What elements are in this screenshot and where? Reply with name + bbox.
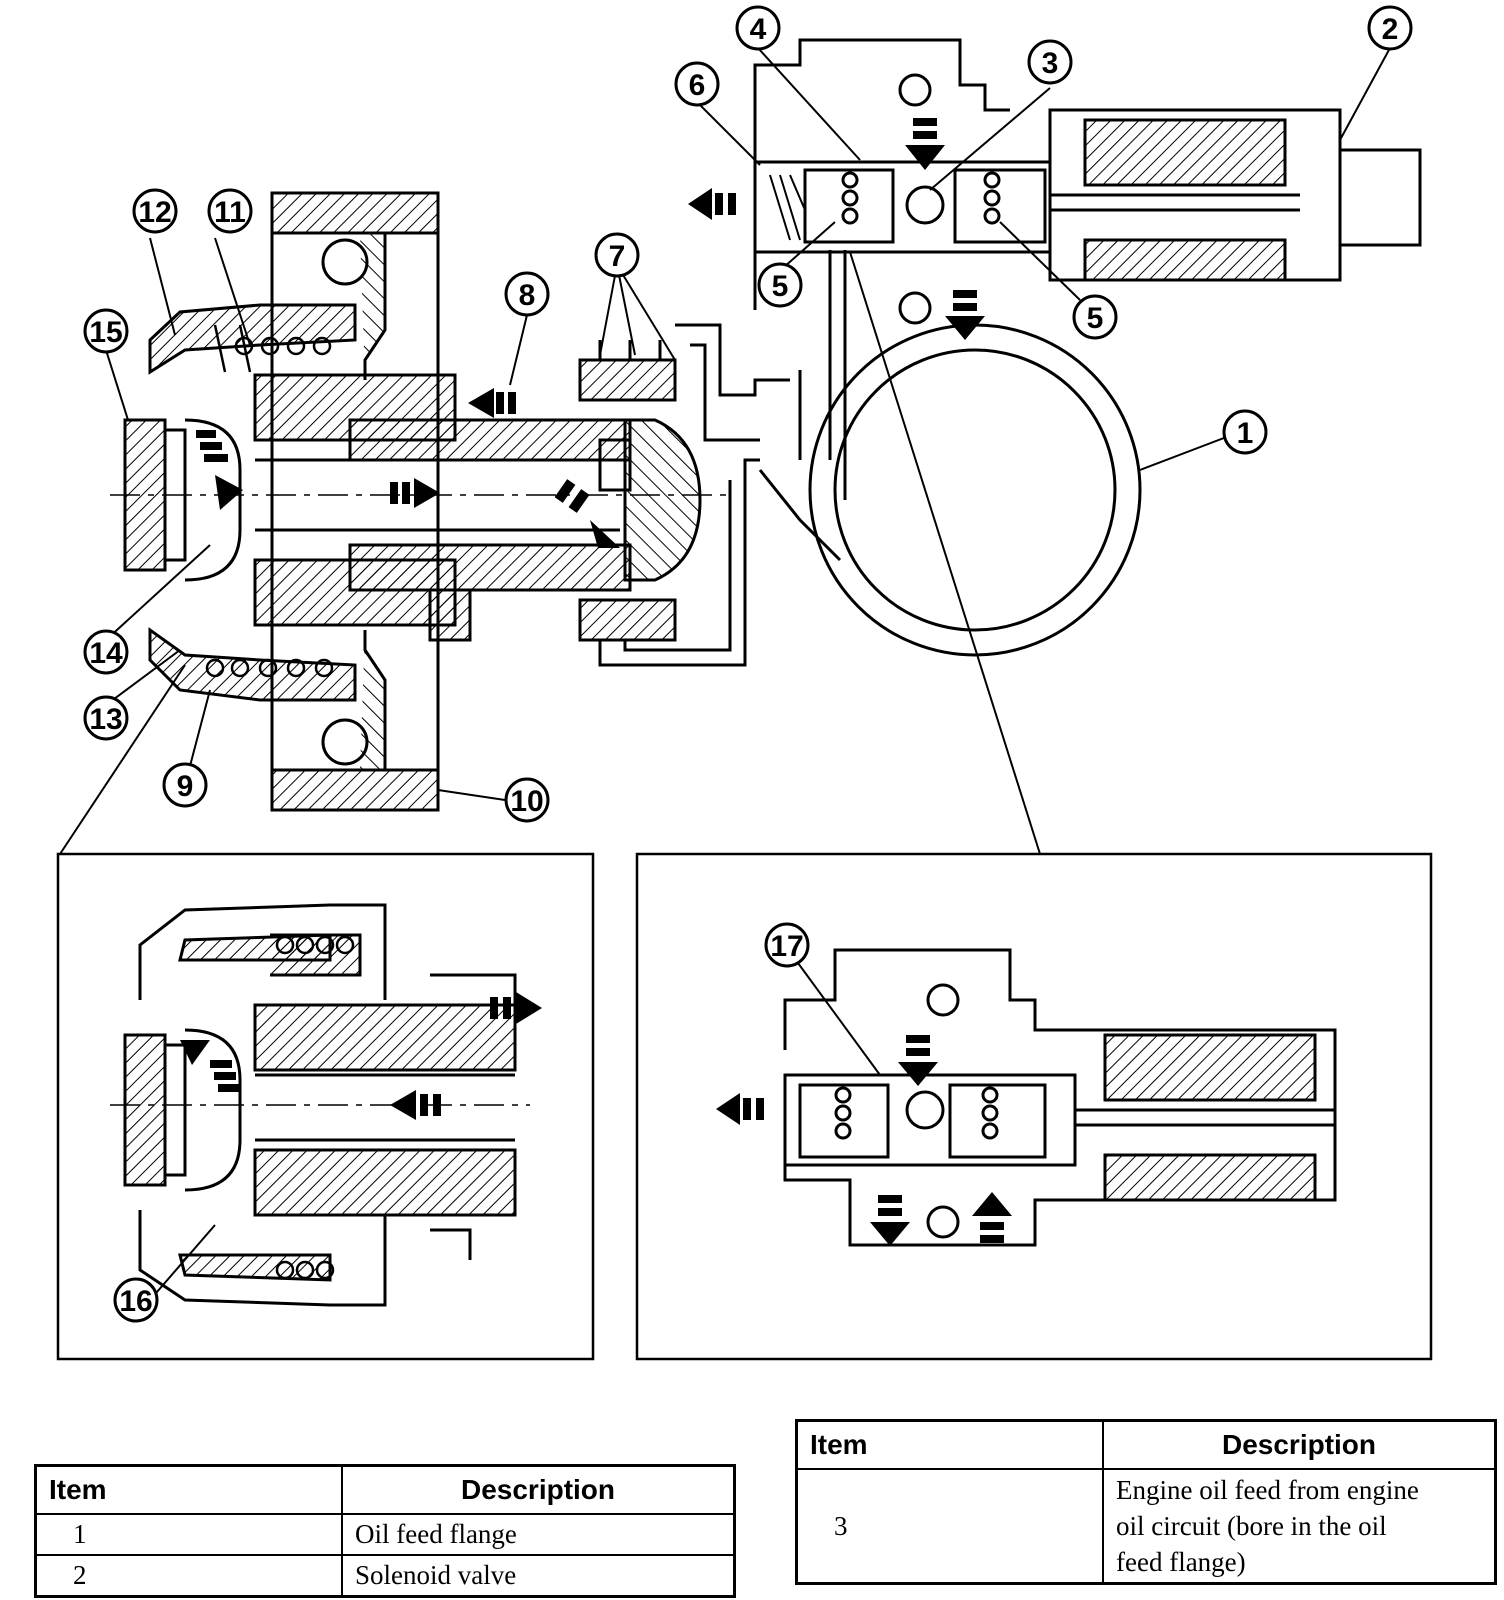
spring-bottom [205, 658, 334, 678]
column-header-item: Item [34, 1464, 343, 1515]
table-row: 1 Oil feed flange [34, 1513, 736, 1556]
flow-arrows-solenoid [688, 118, 985, 340]
callout-label: 10 [510, 785, 543, 818]
callout-label: 12 [138, 196, 171, 229]
item-description: Engine oil feed from engine oil circuit … [1102, 1468, 1497, 1585]
callout-label: 5 [772, 270, 789, 303]
inset-spring-top [275, 935, 355, 955]
callout-label: 13 [89, 703, 122, 736]
legend-table-right: Item Description 3 Engine oil feed from … [795, 1419, 1497, 1585]
callout-6: 6 [674, 61, 720, 107]
callout-label: 1 [1237, 417, 1254, 450]
callout-10: 10 [504, 777, 550, 823]
item-description: Solenoid valve [341, 1554, 736, 1598]
callout-16: 16 [113, 1277, 159, 1323]
column-header-description: Description [341, 1464, 736, 1515]
flow-arrows-inset-left [180, 992, 542, 1120]
callout-12: 12 [132, 188, 178, 234]
item-number: 2 [34, 1554, 343, 1598]
table-header-row: Item Description [795, 1419, 1497, 1470]
table-row: 3 Engine oil feed from engine oil circui… [795, 1468, 1497, 1585]
leader-lines [59, 47, 1391, 1301]
inset-phaser-drawing [110, 903, 530, 1307]
callout-label: 11 [214, 196, 246, 229]
callout-label: 6 [689, 69, 706, 102]
callout-11: 11 [207, 188, 253, 234]
callout-5: 5 [757, 262, 803, 308]
flow-arrows-inset-right [716, 1035, 1012, 1246]
inset-solenoid-drawing [783, 948, 1337, 1247]
callout-2: 2 [1367, 5, 1413, 51]
callout-1: 1 [1222, 409, 1268, 455]
description-line: Engine oil feed from engine [1116, 1475, 1419, 1505]
legend-table-left: Item Description 1 Oil feed flange 2 Sol… [34, 1464, 736, 1598]
solenoid-valve [753, 108, 1422, 282]
phaser-assembly [110, 191, 790, 812]
callout-9: 9 [162, 762, 208, 808]
callout-4: 4 [735, 5, 781, 51]
callout-13: 13 [83, 695, 129, 741]
callout-label: 9 [177, 770, 194, 803]
callout-label: 17 [770, 930, 803, 963]
callout-7: 7 [594, 232, 640, 278]
callout-3: 3 [1027, 39, 1073, 85]
callout-15: 15 [83, 308, 129, 354]
callout-label: 16 [119, 1285, 152, 1318]
table-header-row: Item Description [34, 1464, 736, 1515]
callout-label: 5 [1087, 302, 1104, 335]
callout-label: 8 [519, 279, 536, 312]
callout-label: 14 [89, 637, 123, 670]
callout-5: 5 [1072, 294, 1118, 340]
item-number: 1 [34, 1513, 343, 1556]
callout-label: 15 [89, 316, 122, 349]
column-header-description: Description [1102, 1419, 1497, 1470]
callout-14: 14 [83, 629, 129, 675]
callout-17: 17 [764, 922, 810, 968]
description-line: oil circuit (bore in the oil [1116, 1511, 1387, 1541]
callout-label: 7 [609, 240, 626, 273]
column-header-item: Item [795, 1419, 1104, 1470]
description-line: feed flange) [1116, 1547, 1246, 1577]
inset-spring-bottom [275, 1260, 335, 1280]
flow-arrows-main [196, 388, 620, 548]
table-row: 2 Solenoid valve [34, 1554, 736, 1598]
inset-solenoid-detail [635, 852, 1433, 1361]
callout-label: 2 [1382, 13, 1399, 46]
item-number: 3 [795, 1468, 1104, 1585]
inset-phaser-detail [56, 852, 595, 1361]
callout-8: 8 [504, 271, 550, 317]
spring-top [213, 324, 332, 373]
callout-label: 3 [1042, 47, 1059, 80]
item-description: Oil feed flange [341, 1513, 736, 1556]
callout-label: 4 [750, 13, 767, 46]
